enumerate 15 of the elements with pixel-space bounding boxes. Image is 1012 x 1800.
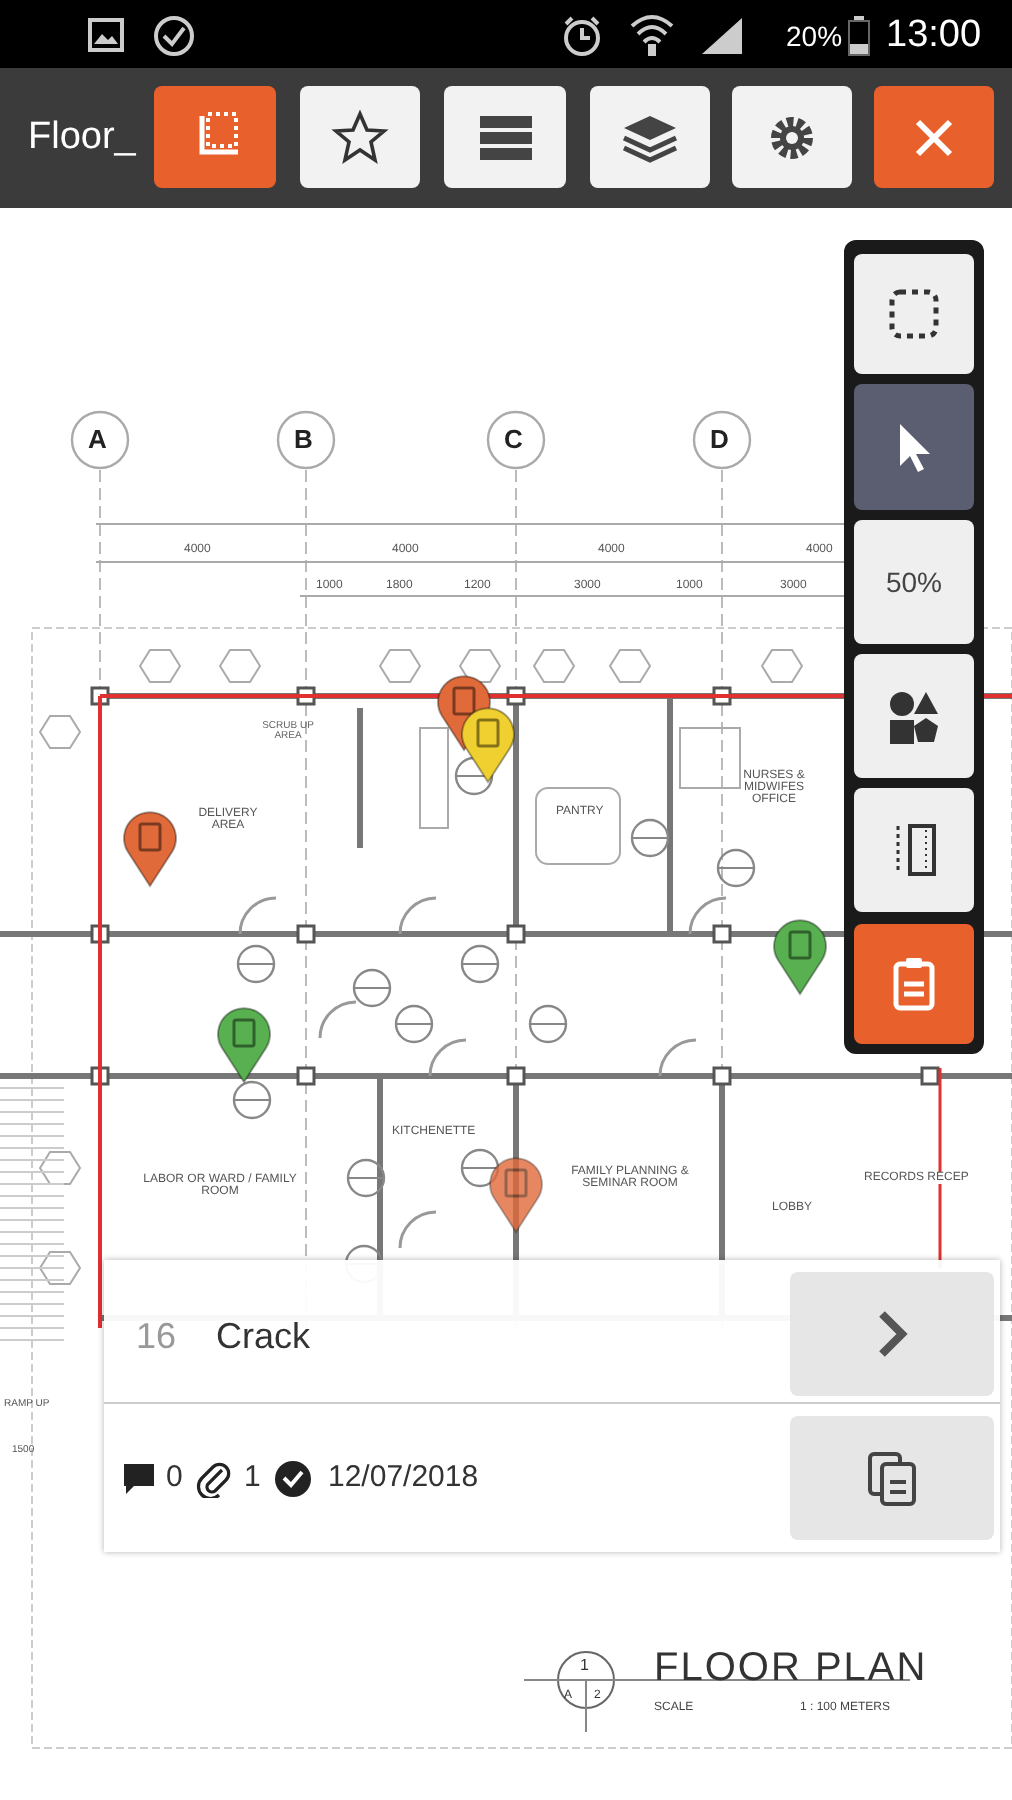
issue-number: 16	[136, 1318, 177, 1354]
file-title: Floor_	[28, 118, 136, 156]
comment-count: 0	[166, 1462, 183, 1492]
attachment-count: 1	[244, 1462, 261, 1492]
issue-title: Crack	[216, 1318, 311, 1354]
drawing-title: FLOOR PLAN	[654, 1648, 928, 1688]
battery-percent: 20%	[786, 22, 843, 50]
grid-label: D	[710, 426, 729, 452]
section-mark-number: 1	[580, 1658, 589, 1674]
zoom-level-button: 50%	[854, 520, 974, 644]
grid-label: B	[294, 426, 313, 452]
grid-label: A	[88, 426, 107, 452]
due-date: 12/07/2018	[328, 1462, 479, 1492]
grid-label: C	[504, 426, 523, 452]
clock-time: 13:00	[886, 16, 982, 54]
